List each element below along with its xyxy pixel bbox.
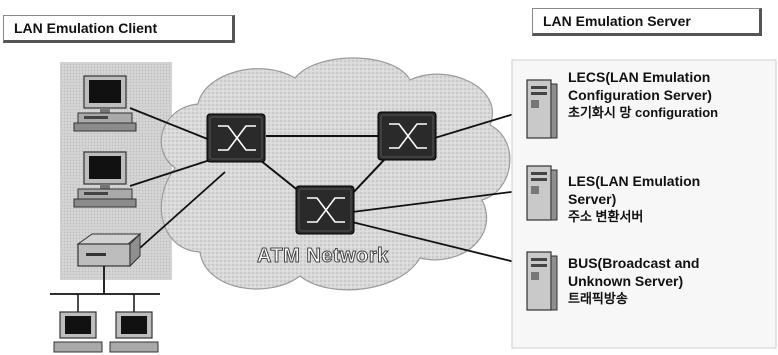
les-description: LES(LAN Emulation Server) 주소 변환서버 <box>568 172 700 226</box>
server-title: LAN Emulation Server <box>532 8 762 36</box>
server-tower-icon <box>527 80 557 138</box>
bus-name-line2: Unknown Server) <box>568 272 699 290</box>
atm-switch-icon <box>207 114 265 162</box>
lecs-name-line1: LECS(LAN Emulation <box>568 68 718 86</box>
bus-name-line1: BUS(Broadcast and <box>568 254 699 272</box>
client-title: LAN Emulation Client <box>3 15 235 43</box>
atm-network-label: ATM Network <box>257 245 389 268</box>
lecs-description: LECS(LAN Emulation Configuration Server)… <box>568 68 718 122</box>
atm-switch-icon <box>378 112 436 160</box>
les-name-line1: LES(LAN Emulation <box>568 172 700 190</box>
server-tower-icon <box>527 166 557 220</box>
bus-role: 트래픽방송 <box>568 290 699 308</box>
bus-description: BUS(Broadcast and Unknown Server) 트래픽방송 <box>568 254 699 308</box>
les-name-line2: Server) <box>568 190 700 208</box>
desktop-computer-icon <box>54 312 102 352</box>
atm-switch-icon <box>296 186 354 234</box>
server-tower-icon <box>527 252 557 310</box>
desktop-computer-icon <box>110 312 158 352</box>
les-role: 주소 변환서버 <box>568 208 700 226</box>
lan-hub-icon <box>78 234 140 266</box>
lecs-role: 초기화시 망 configuration <box>568 104 718 122</box>
lecs-name-line2: Configuration Server) <box>568 86 718 104</box>
